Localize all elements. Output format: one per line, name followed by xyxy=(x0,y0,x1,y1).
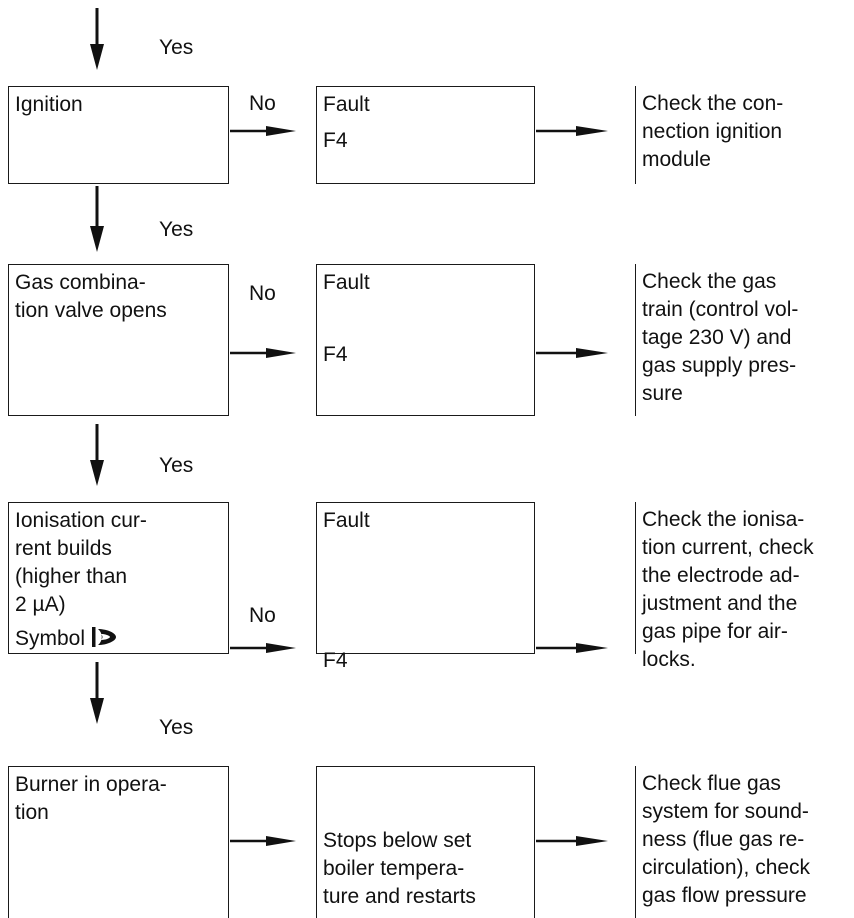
symbol-line: Symbol xyxy=(15,625,222,653)
step-text: (higher than xyxy=(15,565,128,588)
fault-box: Fault F4 xyxy=(316,86,535,184)
action-line: sure xyxy=(642,382,683,405)
fault-label: Fault xyxy=(323,509,370,532)
down-arrow-icon xyxy=(90,186,104,252)
fault-box: Fault F4 xyxy=(316,502,535,672)
symbol-label: Symbol xyxy=(15,627,86,650)
action-line: justment and the xyxy=(642,592,798,615)
action-line: Check the con- xyxy=(642,92,784,115)
step-text: rent builds xyxy=(15,537,112,560)
action-line: train (control vol- xyxy=(642,298,799,321)
yes-label: Yes xyxy=(159,716,194,739)
action-line: locks. xyxy=(642,648,696,671)
right-arrow-icon xyxy=(536,836,608,846)
fault-code: F4 xyxy=(323,343,348,366)
step-text: tion xyxy=(15,801,49,824)
step-text: Burner in opera- xyxy=(15,773,167,796)
right-arrow-icon xyxy=(536,126,608,136)
action-line: Check the ionisa- xyxy=(642,508,805,531)
yes-label: Yes xyxy=(159,36,194,59)
action-line: tage 230 V) and xyxy=(642,326,792,349)
right-arrow-icon xyxy=(230,348,296,358)
right-arrow-icon xyxy=(536,348,608,358)
no-label: No xyxy=(249,282,276,305)
action-box: Check the gas train (control vol- tage 2… xyxy=(635,264,854,416)
action-line: gas flow pressure xyxy=(642,884,807,907)
right-arrow-icon xyxy=(230,836,296,846)
action-line: gas pipe for air- xyxy=(642,620,788,643)
action-line: tion current, check xyxy=(642,536,814,559)
action-line: Check the gas xyxy=(642,270,777,293)
fault-box: Fault F4 xyxy=(316,264,535,416)
result-box: Stops below set boiler tempera- ture and… xyxy=(316,766,535,918)
down-arrow-icon xyxy=(90,8,104,70)
step-box-ionisation: Ionisation cur- rent builds (higher than… xyxy=(8,502,229,654)
result-line: Stops below set xyxy=(323,829,472,852)
fault-label: Fault xyxy=(323,93,370,116)
down-arrow-icon xyxy=(90,424,104,486)
no-label: No xyxy=(249,92,276,115)
fault-code: F4 xyxy=(323,649,348,672)
action-line: nection ignition xyxy=(642,120,783,143)
step-box-gas-valve: Gas combina- tion valve opens xyxy=(8,264,229,416)
action-line: circulation), check xyxy=(642,856,811,879)
fault-label: Fault xyxy=(323,271,370,294)
action-line: module xyxy=(642,148,711,171)
action-line: system for sound- xyxy=(642,800,809,823)
step-text: Gas combina- xyxy=(15,271,146,294)
step-text: Ignition xyxy=(15,93,83,116)
action-box: Check the ionisa- tion current, check th… xyxy=(635,502,854,671)
no-label: No xyxy=(249,604,276,627)
action-line: the electrode ad- xyxy=(642,564,800,587)
action-box: Check the con- nection ignition module xyxy=(635,86,854,184)
action-line: ness (flue gas re- xyxy=(642,828,805,851)
step-box-burner: Burner in opera- tion xyxy=(8,766,229,918)
action-box: Check flue gas system for sound- ness (f… xyxy=(635,766,854,918)
step-box-ignition: Ignition xyxy=(8,86,229,184)
right-arrow-icon xyxy=(536,643,608,653)
yes-label: Yes xyxy=(159,218,194,241)
yes-label: Yes xyxy=(159,454,194,477)
flame-symbol-icon xyxy=(92,627,117,647)
right-arrow-icon xyxy=(230,643,296,653)
right-arrow-icon xyxy=(230,126,296,136)
result-line: ture and restarts xyxy=(323,885,476,908)
fault-code: F4 xyxy=(323,129,348,152)
step-text: tion valve opens xyxy=(15,299,167,322)
action-line: gas supply pres- xyxy=(642,354,797,377)
action-line: Check flue gas xyxy=(642,772,781,795)
result-line: boiler tempera- xyxy=(323,857,465,880)
down-arrow-icon xyxy=(90,662,104,724)
step-text: 2 µA) xyxy=(15,593,66,616)
step-text: Ionisation cur- xyxy=(15,509,147,532)
